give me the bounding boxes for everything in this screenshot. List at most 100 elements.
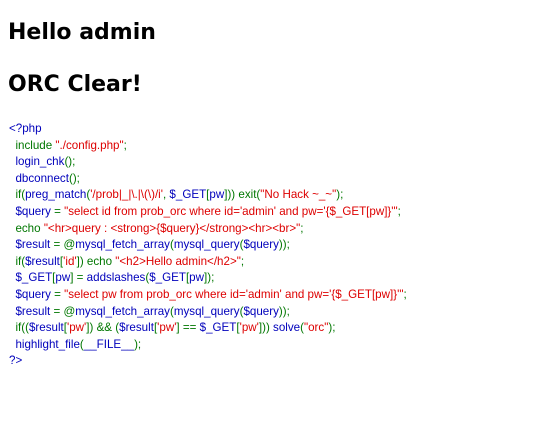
code-line: if(preg_match('/prob|_|\.|\(\)/i', $_GET… (9, 187, 407, 204)
code-token: , (162, 188, 170, 202)
php-source-code: <?php include "./config.php"; login_chk(… (9, 121, 407, 370)
code-token: ] == (176, 321, 200, 335)
code-token: = @ (53, 238, 76, 252)
code-token: $_GET (9, 271, 53, 285)
code-token: ( (239, 238, 244, 252)
code-token: ); (336, 188, 344, 202)
code-token: ( (300, 321, 304, 335)
code-token: ); (328, 321, 336, 335)
code-line: highlight_file(__FILE__); (9, 337, 407, 354)
code-token: [ (206, 188, 210, 202)
code-line: $query = "select pw from prob_orc where … (9, 287, 407, 304)
code-token: addslashes (86, 271, 146, 285)
code-token: = (54, 287, 65, 301)
code-token: ; (240, 254, 245, 268)
code-token: if( (9, 188, 26, 202)
code-token: "select pw from prob_orc where id='admin… (64, 287, 404, 301)
code-token: $result (28, 321, 64, 335)
code-token: "No Hack ~_~" (260, 188, 337, 202)
code-line: ?> (9, 353, 407, 370)
code-token: pw (55, 271, 71, 285)
code-token: login_chk (9, 155, 65, 169)
code-token: mysql_query (173, 238, 240, 252)
code-token: mysql_fetch_array (75, 238, 170, 252)
code-token: "select id from prob_orc where id='admin… (64, 204, 398, 218)
code-token: include (9, 138, 56, 152)
code-token: highlight_file (9, 337, 80, 351)
code-token: <?php (9, 122, 42, 135)
code-token: ])) (258, 321, 274, 335)
code-token: [ (59, 254, 64, 268)
code-token: ; (403, 287, 407, 301)
code-token: [ (63, 321, 68, 335)
code-token: pw (189, 271, 204, 285)
code-token: solve (273, 321, 301, 335)
code-token: $result (25, 254, 60, 268)
code-token: ( (145, 271, 150, 285)
code-line: login_chk(); (9, 154, 407, 171)
code-token: $query (9, 204, 55, 218)
code-token: __FILE__ (83, 337, 135, 351)
code-line: $result = @mysql_fetch_array(mysql_query… (9, 237, 407, 254)
code-token: ; (123, 138, 127, 152)
code-token: ])) exit( (224, 188, 261, 202)
code-token: (); (68, 171, 80, 185)
code-token: if( (9, 254, 26, 268)
code-token: 'pw' (67, 321, 87, 335)
code-token: ]) echo (76, 254, 116, 268)
code-token: "<h2>Hello admin</h2>" (115, 254, 241, 268)
code-token: $result (9, 238, 54, 252)
orc-clear-heading: ORC Clear! (8, 72, 142, 97)
code-token: ?> (9, 354, 23, 368)
code-token: ( (169, 304, 174, 318)
code-token: ( (86, 188, 91, 202)
code-token: = @ (53, 304, 76, 318)
code-line: <?php (9, 121, 407, 138)
code-token: [ (236, 321, 240, 335)
code-token: $_GET (169, 188, 207, 202)
code-line: dbconnect(); (9, 171, 407, 188)
code-line: if($result['id']) echo "<h2>Hello admin<… (9, 254, 407, 271)
code-token: mysql_fetch_array (75, 304, 170, 318)
code-token: $result (9, 304, 54, 318)
code-token: '/prob|_|\.|\(\)/i' (90, 188, 163, 202)
code-token: $_GET (199, 321, 237, 335)
code-token: = (54, 204, 65, 218)
code-token: mysql_query (173, 304, 240, 318)
code-line: if(($result['pw']) && ($result['pw'] == … (9, 320, 407, 337)
code-token: 'id' (63, 254, 77, 268)
code-token: $_GET (149, 271, 186, 285)
code-token: "orc" (303, 321, 329, 335)
code-line: $_GET[pw] = addslashes($_GET[pw]); (9, 270, 407, 287)
code-token: ); (134, 337, 142, 351)
code-token: ( (79, 337, 84, 351)
code-token: $query (243, 238, 279, 252)
code-token: preg_match (25, 188, 87, 202)
code-token: (); (64, 155, 76, 169)
code-token: ] = (70, 271, 87, 285)
code-line: echo "<hr>query : <strong>{$query}</stro… (9, 221, 407, 238)
code-line: include "./config.php"; (9, 138, 407, 155)
code-token: ; (300, 221, 304, 235)
code-line: $query = "select id from prob_orc where … (9, 204, 407, 221)
code-token: 'pw' (239, 321, 259, 335)
code-token: $query (9, 287, 55, 301)
code-token: ( (169, 238, 174, 252)
code-token: [ (185, 271, 190, 285)
code-token: ( (239, 304, 244, 318)
hello-admin-heading: Hello admin (8, 20, 156, 45)
code-token: "<hr>query : <strong>{$query}</strong><h… (43, 221, 301, 235)
code-token: [ (52, 271, 56, 285)
code-token: 'pw' (157, 321, 177, 335)
code-token: if(( (9, 321, 29, 335)
code-token: ]); (204, 271, 215, 285)
code-token: [ (153, 321, 158, 335)
code-token: $query (243, 304, 279, 318)
code-token: echo (9, 221, 44, 235)
code-line: $result = @mysql_fetch_array(mysql_query… (9, 304, 407, 321)
code-token: ; (397, 204, 401, 218)
code-token: "./config.php" (55, 138, 124, 152)
code-token: ]) && ( (86, 321, 120, 335)
code-token: )); (278, 238, 290, 252)
code-token: )); (278, 304, 290, 318)
